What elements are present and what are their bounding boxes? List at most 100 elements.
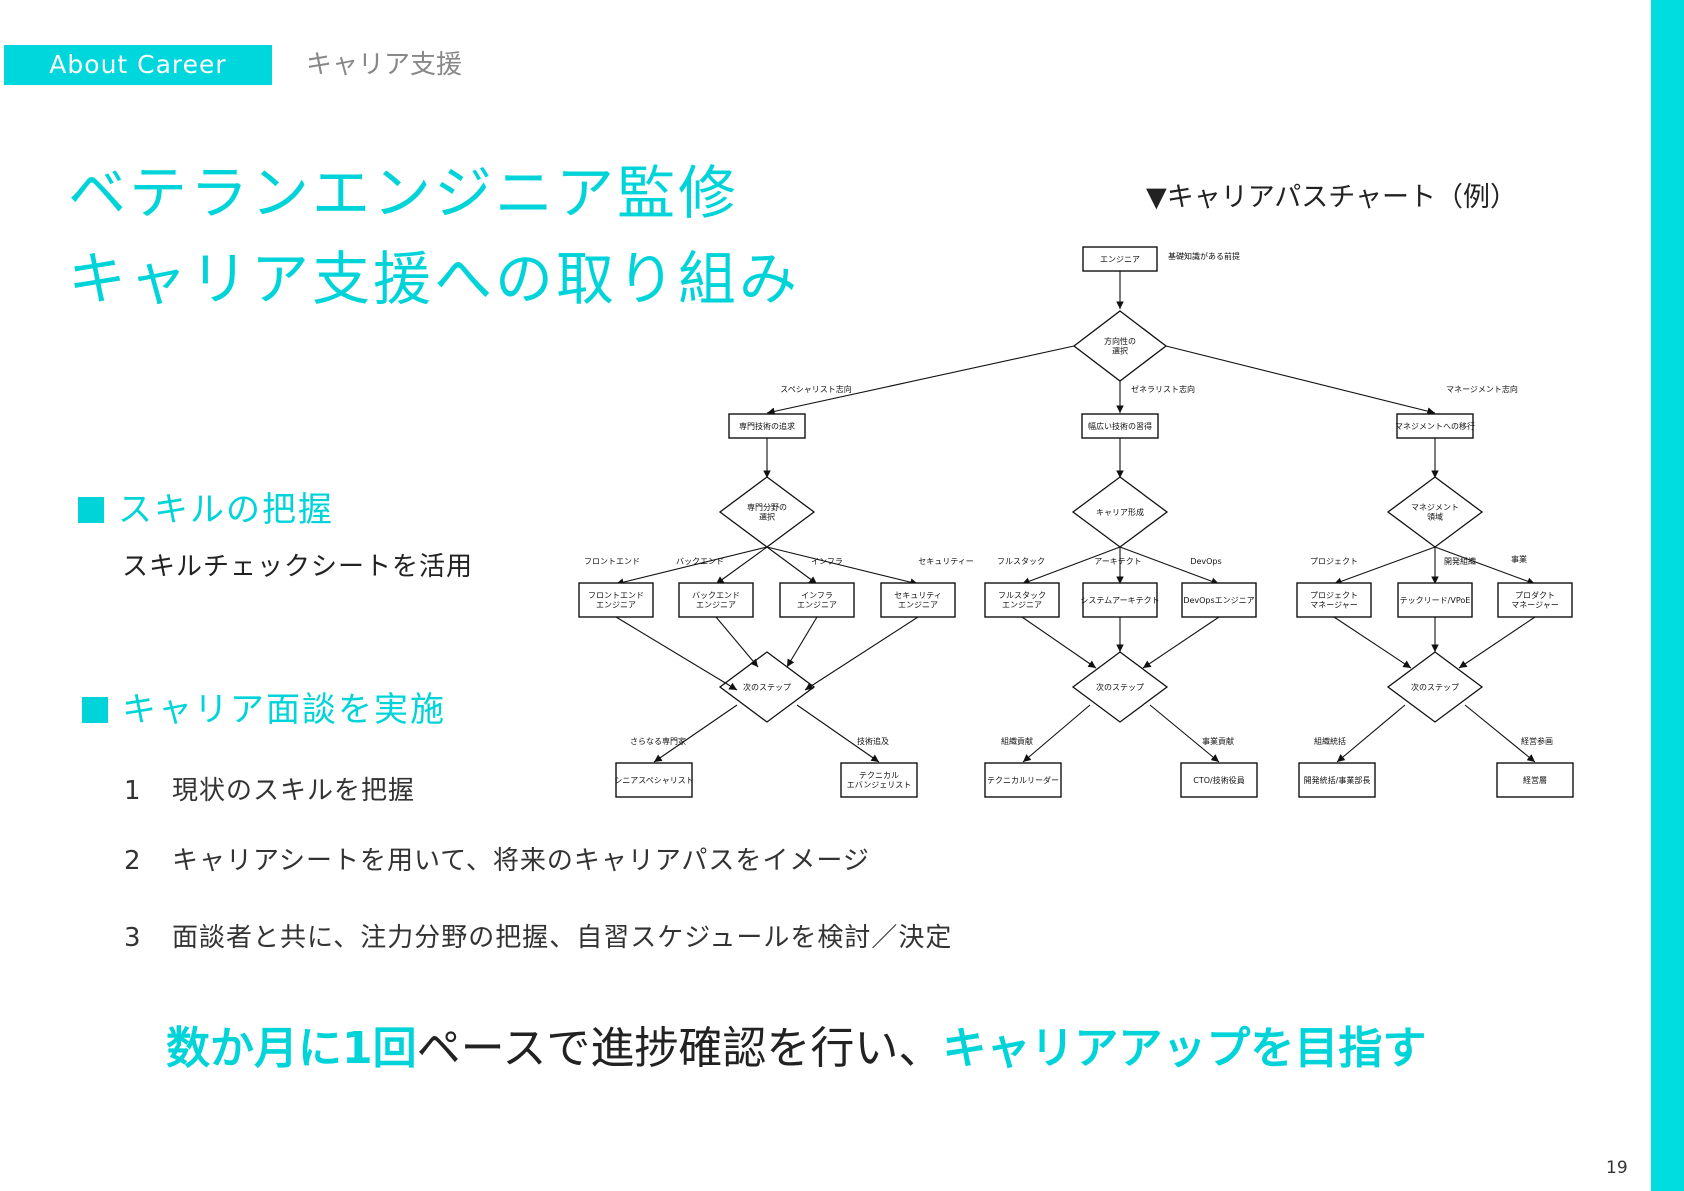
skill-heading: スキルの把握 bbox=[78, 482, 334, 531]
flow-edge-label: 経営参画 bbox=[1521, 736, 1553, 746]
flow-role-box-label: プロジェクトマネージャー bbox=[1310, 591, 1358, 610]
flow-role-box-label: インフラエンジニア bbox=[797, 591, 837, 610]
flow-next-step-diamond-label: 次のステップ bbox=[743, 682, 791, 692]
bottom-highlight-2: キャリアアップを目指す bbox=[942, 1023, 1427, 1074]
flow-arrow bbox=[1021, 616, 1097, 669]
bottom-middle: ペースで進捗確認を行い、 bbox=[416, 1023, 943, 1074]
flow-arrow bbox=[1336, 704, 1406, 763]
flow-arrow bbox=[1333, 546, 1436, 585]
step-number: 2 bbox=[124, 846, 142, 876]
flow-level2-box-label: 専門技術の追求 bbox=[739, 421, 795, 431]
flow-final-box bbox=[840, 762, 918, 798]
accent-side-bar bbox=[1651, 0, 1684, 1191]
flow-final-box-label: 経営層 bbox=[1523, 775, 1547, 785]
flow-edge-label: インフラ bbox=[811, 557, 843, 566]
flow-role-box bbox=[1082, 582, 1158, 618]
flow-edge-label: フルスタック bbox=[997, 557, 1045, 566]
flow-edge-label: マネージメント志向 bbox=[1446, 384, 1518, 394]
flow-final-box-label: 開発統括/事業部長 bbox=[1304, 775, 1371, 785]
flow-role-box bbox=[880, 582, 956, 618]
step-text: 現状のスキルを把握 bbox=[172, 776, 416, 806]
skill-heading-text: スキルの把握 bbox=[118, 490, 334, 530]
flow-edge-label: 事業 bbox=[1511, 554, 1527, 564]
flow-edge-label: ゼネラリスト志向 bbox=[1131, 384, 1195, 394]
flow-arrow bbox=[786, 616, 818, 668]
step-text: 面談者と共に、注力分野の把握、自習スケジュールを検討／決定 bbox=[172, 923, 953, 953]
flow-final-box-label: テクニカルリーダー bbox=[987, 775, 1059, 785]
flow-edge-label: 技術追及 bbox=[857, 736, 889, 746]
step-number: 1 bbox=[124, 776, 142, 806]
flow-edge-label: 基礎知識がある前提 bbox=[1168, 251, 1240, 261]
flow-arrow bbox=[766, 546, 919, 586]
interview-heading: キャリア面談を実施 bbox=[82, 682, 446, 731]
flow-arrow bbox=[1021, 546, 1121, 585]
flow-arrow bbox=[796, 704, 880, 763]
chart-caption: ▼キャリアパスチャート（例） bbox=[1146, 182, 1517, 213]
flow-start-box-label: エンジニア bbox=[1100, 255, 1140, 264]
flow-final-box-label: テクニカルエバンジェリスト bbox=[847, 771, 911, 790]
flow-next-step-diamond bbox=[1386, 651, 1484, 723]
step-item: 1 現状のスキルを把握 bbox=[124, 770, 415, 807]
flow-edge-label: アーキテクト bbox=[1094, 557, 1142, 566]
flow-edge-label: DevOps bbox=[1190, 557, 1221, 566]
page-title: ベテランエンジニア監修 キャリア支援への取り組み bbox=[68, 150, 800, 322]
flow-role-box-label: セキュリティエンジニア bbox=[894, 591, 942, 610]
flow-next-step-diamond-label: 次のステップ bbox=[1411, 682, 1459, 692]
flow-direction-diamond-label: 方向性の選択 bbox=[1104, 336, 1136, 356]
flow-arrow bbox=[1149, 704, 1220, 763]
flow-arrow bbox=[766, 546, 818, 585]
flow-arrow bbox=[1464, 704, 1536, 763]
flow-arrow bbox=[1165, 345, 1436, 415]
flow-role-box-label: フロントエンドエンジニア bbox=[588, 591, 644, 610]
flow-edge-label: スペシャリスト志向 bbox=[780, 384, 851, 394]
flow-role-box bbox=[779, 582, 855, 618]
flow-role-box bbox=[578, 582, 654, 618]
bottom-message: 数か月に1回ペースで進捗確認を行い、キャリアアップを目指す bbox=[166, 1012, 1426, 1076]
flow-level2-box-label: 幅広い技術の習得 bbox=[1088, 421, 1152, 431]
flow-arrow bbox=[1119, 546, 1220, 585]
flow-edge-label: さらなる専門家 bbox=[630, 736, 686, 746]
flow-final-box bbox=[984, 762, 1062, 798]
page-number: 19 bbox=[1606, 1158, 1628, 1178]
flow-edge-label: セキュリティー bbox=[918, 557, 974, 566]
flow-final-box bbox=[1496, 762, 1574, 798]
flow-final-box bbox=[1180, 762, 1258, 798]
square-bullet-icon bbox=[78, 497, 104, 523]
bottom-highlight-1: 数か月に1回 bbox=[166, 1023, 417, 1074]
flow-next-step-diamond-label: 次のステップ bbox=[1096, 682, 1144, 692]
flow-next-step-diamond bbox=[718, 651, 816, 723]
flow-edge-label: 開発組織 bbox=[1444, 556, 1476, 566]
flow-role-box bbox=[1181, 582, 1257, 618]
section-tag: About Career bbox=[4, 45, 272, 85]
flow-arrow bbox=[715, 546, 768, 585]
step-item: 3 面談者と共に、注力分野の把握、自習スケジュールを検討／決定 bbox=[124, 917, 952, 954]
flow-edge-label: 事業貢献 bbox=[1202, 736, 1234, 746]
flow-role-box-label: テックリード/VPoE bbox=[1400, 596, 1471, 605]
flow-edge-label: バックエンド bbox=[676, 557, 724, 566]
flow-arrow bbox=[1458, 616, 1536, 669]
square-bullet-icon bbox=[82, 697, 108, 723]
skill-text: スキルチェックシートを活用 bbox=[122, 552, 474, 582]
flow-edge-label: プロジェクト bbox=[1310, 557, 1358, 566]
step-number: 3 bbox=[124, 923, 142, 953]
flow-edge-label: 組織統括 bbox=[1314, 736, 1346, 746]
flow-choice-diamond-label: キャリア形成 bbox=[1096, 507, 1144, 517]
flow-final-box bbox=[1298, 762, 1376, 798]
flow-role-box bbox=[678, 582, 754, 618]
flow-arrow bbox=[715, 616, 759, 668]
title-line-2: キャリア支援への取り組み bbox=[68, 245, 801, 313]
flow-arrow bbox=[653, 704, 738, 763]
flow-role-box-label: プロダクトマネージャー bbox=[1511, 590, 1558, 610]
flow-next-step-diamond bbox=[1071, 651, 1169, 723]
flow-level2-box-label: マネジメントへの移行 bbox=[1395, 421, 1475, 431]
flow-role-box-label: フルスタックエンジニア bbox=[998, 591, 1046, 610]
title-line-1: ベテランエンジニア監修 bbox=[68, 159, 740, 227]
flow-final-box-label: シニアスペシャリスト bbox=[614, 776, 693, 785]
flow-final-box bbox=[615, 762, 693, 798]
flow-arrow bbox=[1022, 704, 1091, 763]
flow-role-box-label: DevOpsエンジニア bbox=[1183, 596, 1254, 605]
flow-arrow bbox=[804, 616, 919, 691]
flow-arrow bbox=[1333, 616, 1412, 669]
